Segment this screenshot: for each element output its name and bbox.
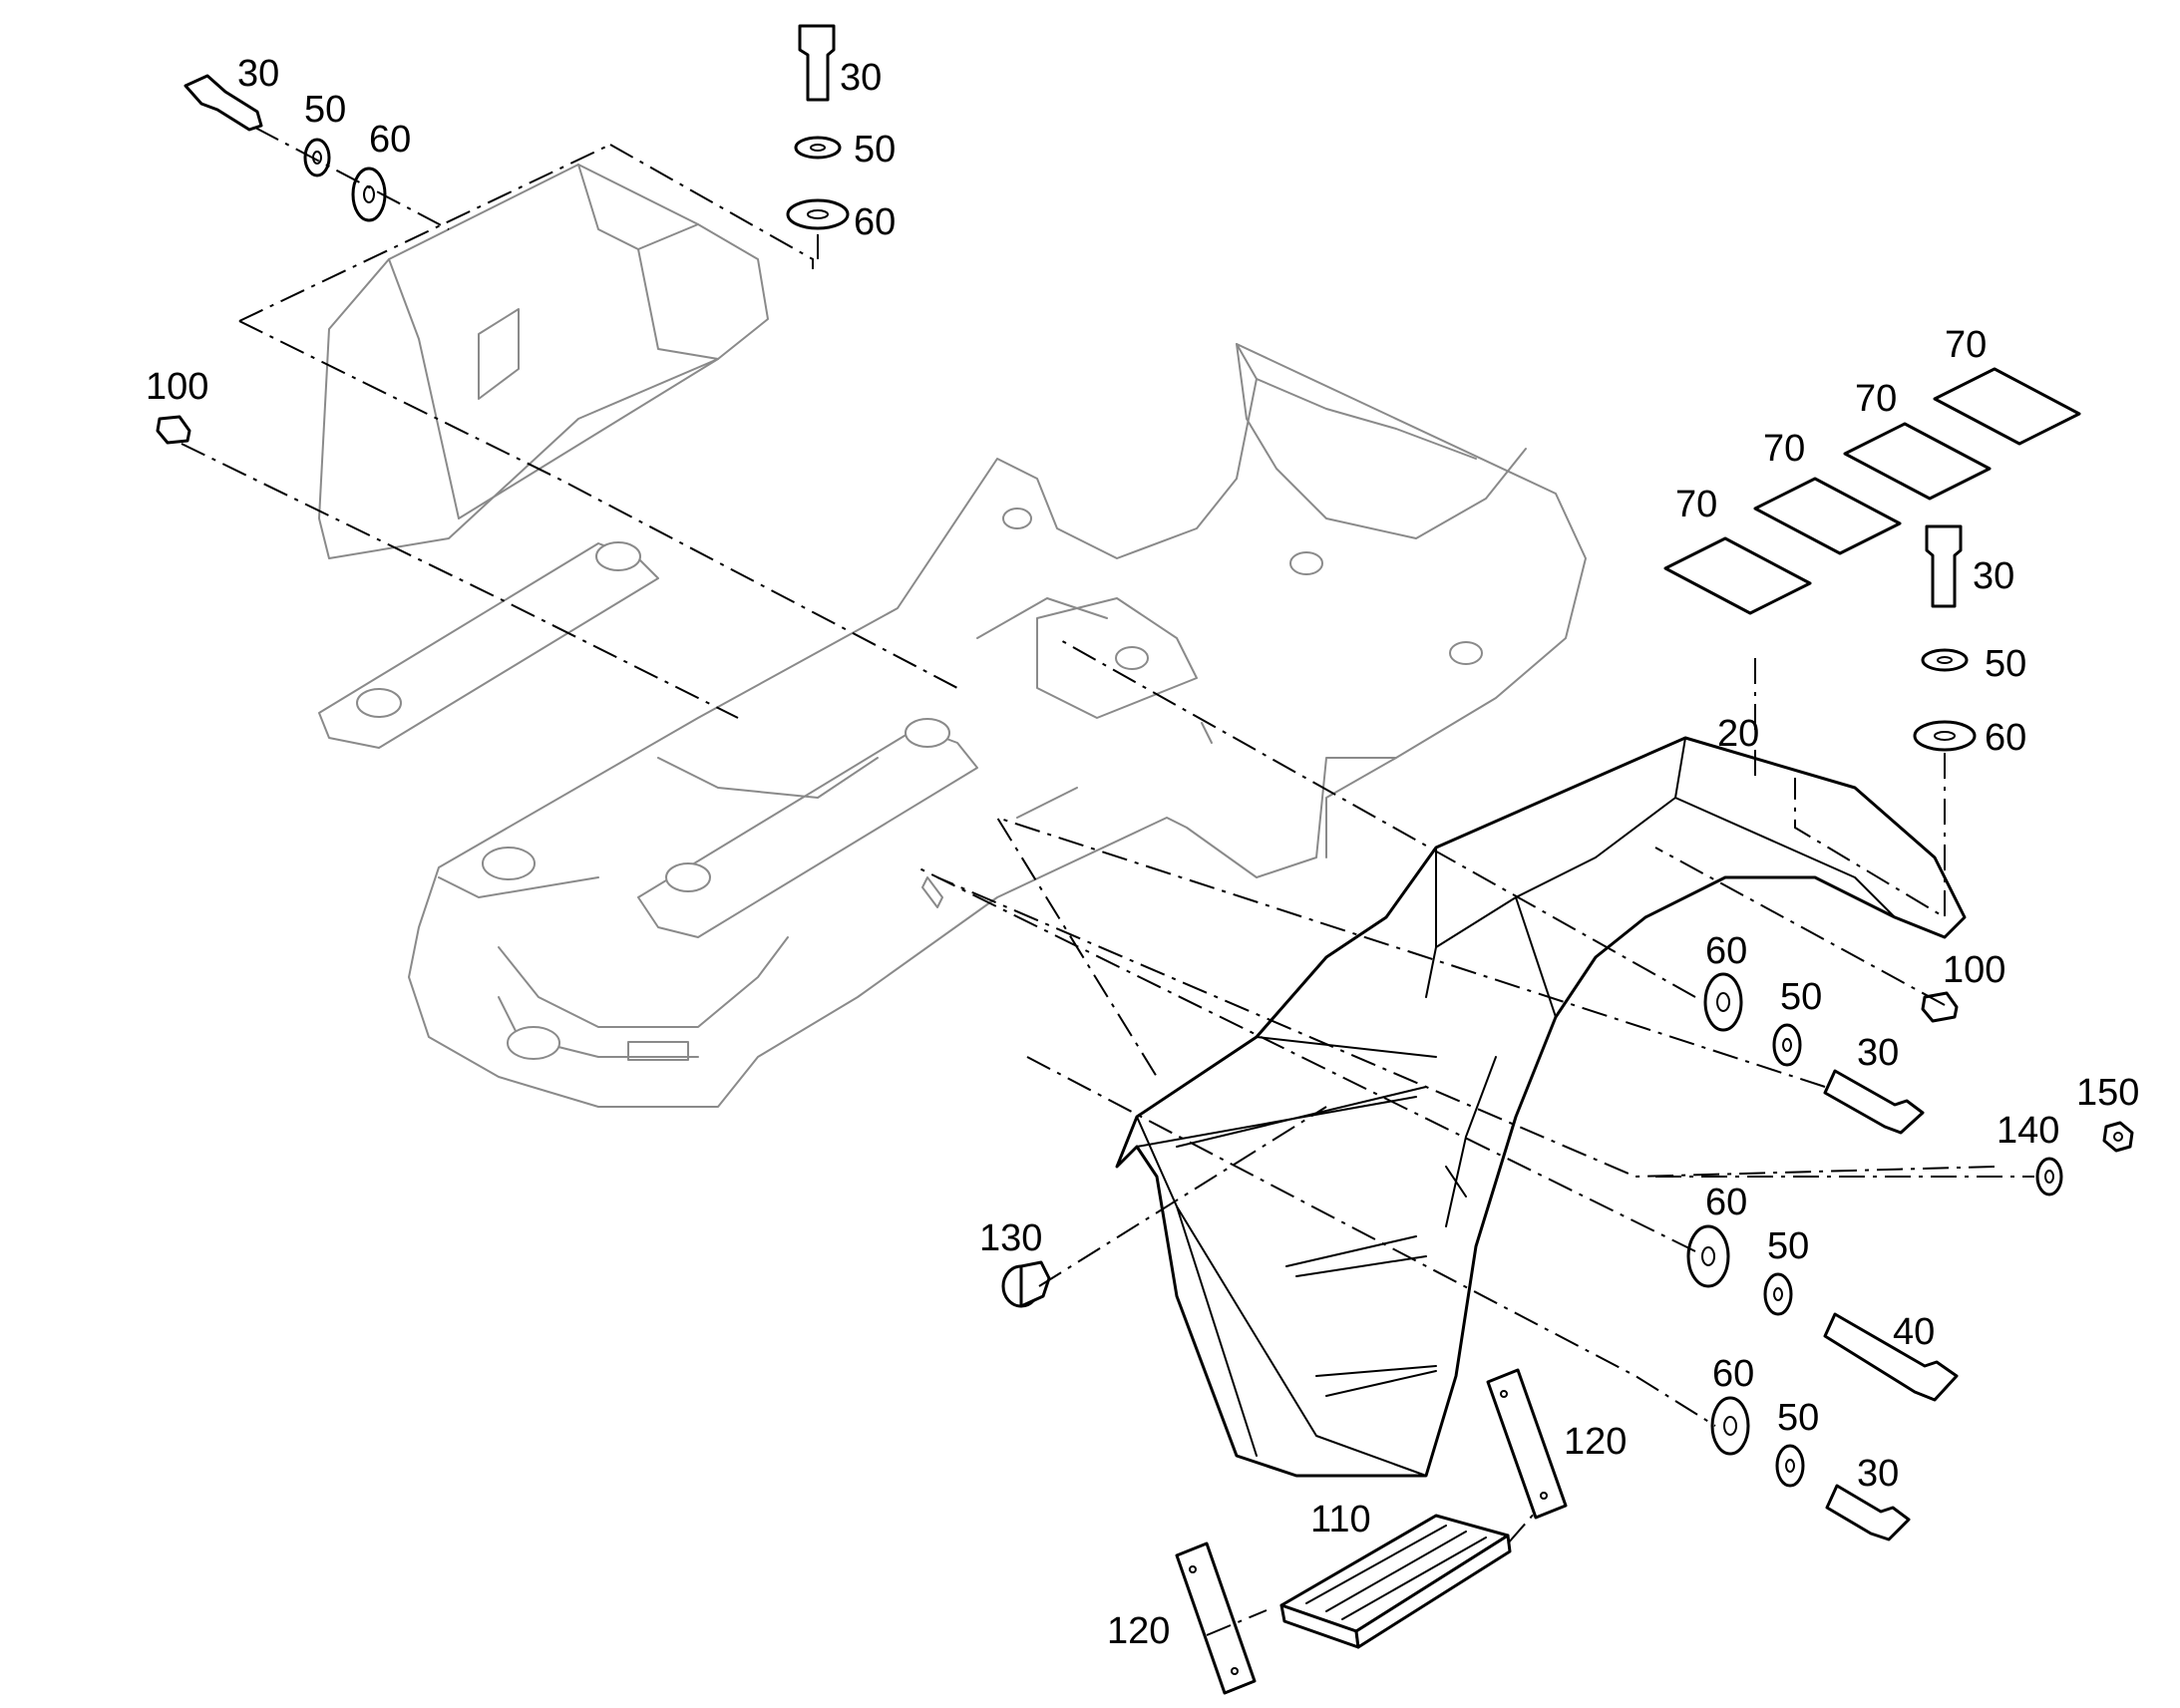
plug-left xyxy=(156,415,191,445)
label-120-right: 120 xyxy=(1564,1421,1627,1463)
hardware-stack-2 xyxy=(1686,1224,1959,1402)
label-60-right: 60 xyxy=(1985,717,2026,759)
bolt-right xyxy=(1925,524,1963,608)
label-40: 40 xyxy=(1893,1311,1935,1353)
label-50-right: 50 xyxy=(1985,643,2026,685)
label-60-mid-2: 60 xyxy=(1705,1182,1747,1223)
plug-right xyxy=(1921,991,1959,1023)
bolt-top-center xyxy=(798,24,836,102)
label-30-top-center: 30 xyxy=(840,57,882,99)
label-60-mid-3: 60 xyxy=(1712,1353,1754,1395)
label-150: 150 xyxy=(2076,1072,2139,1114)
hardware-stack-3 xyxy=(1710,1396,1911,1541)
label-60-top-center: 60 xyxy=(854,201,896,243)
label-30-top-left: 30 xyxy=(237,53,279,95)
label-140: 140 xyxy=(1997,1110,2059,1152)
label-50-top-center: 50 xyxy=(854,129,896,171)
step-tread-110 xyxy=(1279,1514,1512,1649)
label-120-left: 120 xyxy=(1107,1610,1170,1652)
nut-150 xyxy=(2102,1121,2134,1153)
label-30-right: 30 xyxy=(1973,555,2014,597)
bolt-top-left xyxy=(183,74,263,132)
label-50-top-left: 50 xyxy=(304,89,346,131)
label-130: 130 xyxy=(979,1217,1042,1259)
callout-labels: 30 50 60 30 50 60 100 70 70 70 70 30 50 … xyxy=(146,53,2139,1652)
label-60-top-left: 60 xyxy=(369,119,411,161)
washer50-top-center xyxy=(794,136,842,160)
label-110: 110 xyxy=(1310,1499,1371,1540)
label-70-d: 70 xyxy=(1945,324,1987,366)
washer50-top-left xyxy=(303,138,331,177)
washer60-top-left xyxy=(351,167,387,222)
label-50-mid-2: 50 xyxy=(1767,1225,1809,1267)
platform-assembly xyxy=(1115,736,1967,1478)
bracket-left xyxy=(1175,1541,1257,1695)
leader-lines xyxy=(181,127,2034,1636)
washer60-top-center xyxy=(786,198,850,230)
washer60-right xyxy=(1913,720,1977,752)
label-30-mid-1: 30 xyxy=(1857,1032,1899,1074)
label-60-mid-1: 60 xyxy=(1705,930,1747,972)
label-100-right: 100 xyxy=(1943,949,2005,991)
label-50-mid-3: 50 xyxy=(1777,1397,1819,1439)
washer-140 xyxy=(2035,1157,2063,1196)
label-70-a: 70 xyxy=(1675,484,1717,525)
plates-70 xyxy=(1663,367,2081,615)
label-30-mid-3: 30 xyxy=(1857,1453,1899,1495)
label-70-b: 70 xyxy=(1763,428,1805,470)
label-50-mid-1: 50 xyxy=(1780,976,1822,1018)
bracket-right xyxy=(1486,1368,1568,1520)
label-70-c: 70 xyxy=(1855,378,1897,420)
label-100-left: 100 xyxy=(146,366,208,408)
washer50-right xyxy=(1921,648,1969,672)
hardware-stack-1 xyxy=(1703,972,1925,1135)
main-frame-ghost xyxy=(318,164,1587,1108)
label-20-platform: 20 xyxy=(1717,713,1759,755)
